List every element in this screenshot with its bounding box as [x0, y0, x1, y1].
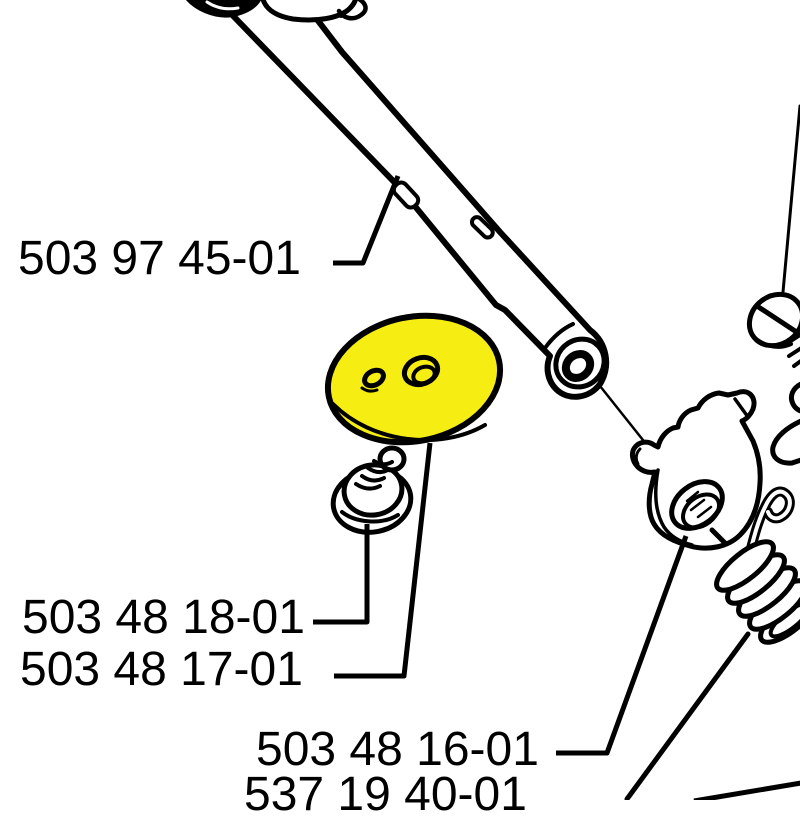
right-edge-fragments	[770, 381, 800, 466]
cable-end-curl	[336, 0, 368, 21]
highlighted-disc[interactable]	[316, 300, 512, 457]
screw-threads	[354, 459, 394, 491]
spring-leg	[624, 631, 751, 800]
top-right-leader-line	[781, 104, 800, 294]
part-label-503-48-16-01[interactable]: 503 48 16-01	[256, 723, 539, 776]
leader-503-48-16-01	[556, 535, 689, 756]
tube-slot	[469, 215, 495, 240]
throttle-lever	[629, 389, 763, 551]
spring-anchor-dash	[709, 527, 729, 547]
part-label-503-48-18-01[interactable]: 503 48 18-01	[22, 591, 305, 644]
spring-hook-core	[746, 489, 792, 562]
handle-fragment-body	[260, 0, 358, 23]
disc-rim-thickness-line	[331, 402, 487, 442]
edge-fragment-upper	[788, 381, 800, 414]
shaft-tube	[213, 0, 610, 400]
leader-lines	[313, 175, 800, 800]
lever-hole-inner	[681, 492, 721, 530]
leader-bottom-corner	[693, 780, 800, 800]
leader-503-97-45-01	[333, 175, 401, 266]
disc-hole-small-chip	[360, 386, 379, 393]
lever-hole-hatching	[685, 490, 713, 519]
cable-end-dot	[338, 12, 344, 18]
disc-hole-large-inner	[411, 364, 437, 386]
exploded-parts-diagram	[186, 0, 800, 800]
leader-503-48-18-01	[313, 524, 370, 625]
flange-screw	[330, 445, 414, 535]
edge-fragment-lower	[770, 418, 800, 466]
spring-coils	[714, 539, 800, 645]
screw-tip	[377, 445, 407, 473]
lever-left-tab-inner	[634, 447, 642, 466]
part-label-537-19-40-01[interactable]: 537 19 40-01	[244, 768, 527, 821]
upper-cutoff-parts	[186, 0, 368, 23]
handle-fragment-notch	[205, 0, 240, 11]
torsion-spring	[624, 486, 800, 800]
ferrule-collar-line	[543, 322, 575, 350]
screw-washer-rim-line	[340, 510, 400, 524]
part-label-503-97-45-01[interactable]: 503 97 45-01	[18, 232, 301, 285]
lever-body	[629, 389, 763, 551]
tube-end-hole	[561, 350, 595, 382]
top-right-screw	[746, 104, 800, 368]
leader-503-48-17-01	[334, 442, 433, 679]
lever-tab-inner-line	[733, 397, 750, 419]
part-label-503-48-17-01[interactable]: 503 48 17-01	[20, 643, 303, 696]
disc-hole-small	[362, 367, 386, 389]
top-right-screw-slot	[754, 303, 798, 334]
